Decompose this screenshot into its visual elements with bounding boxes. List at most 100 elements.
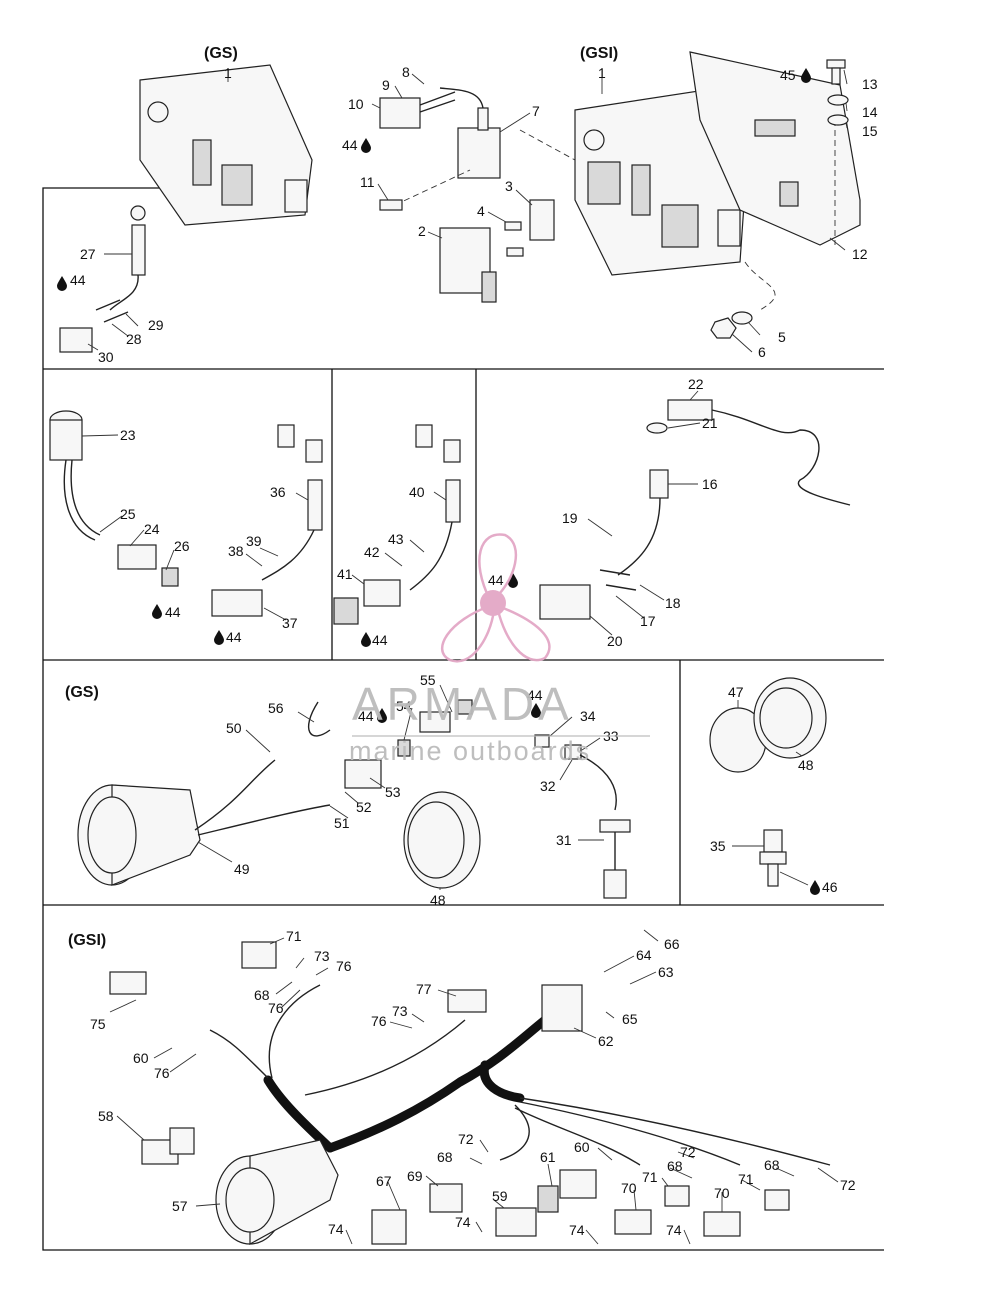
connector-27-30 <box>59 205 146 353</box>
connector-40-41 <box>333 424 461 625</box>
callout-38: 38 <box>228 543 244 559</box>
callout-32: 32 <box>540 778 556 794</box>
callout-58: 58 <box>98 1108 114 1124</box>
callout-31: 31 <box>556 832 572 848</box>
callout-63: 63 <box>658 964 674 980</box>
callout-73: 73 <box>392 1003 408 1019</box>
callout-72: 72 <box>458 1131 474 1147</box>
callout-20: 20 <box>607 633 623 649</box>
callout-30: 30 <box>98 349 114 365</box>
callout-72: 72 <box>840 1177 856 1193</box>
callout-53: 53 <box>385 784 401 800</box>
callout-10: 10 <box>348 96 364 112</box>
callout-57: 57 <box>172 1198 188 1214</box>
callout-77: 77 <box>416 981 432 997</box>
drop-icon <box>810 880 820 895</box>
drop-icon <box>152 604 162 619</box>
callout-25: 25 <box>120 506 136 522</box>
callout-68: 68 <box>764 1157 780 1173</box>
sensor-7 <box>439 87 501 179</box>
module-gsi <box>574 89 746 276</box>
callout-76: 76 <box>336 958 352 974</box>
callout-7: 7 <box>532 103 540 119</box>
callout-34: 34 <box>580 708 596 724</box>
callout-44: 44 <box>358 708 374 724</box>
callout-70: 70 <box>714 1185 730 1201</box>
sensor-31-assembly <box>534 734 631 899</box>
fitting-58 <box>141 1127 195 1165</box>
module-gs <box>139 64 313 226</box>
callout-21: 21 <box>702 415 718 431</box>
callout-23: 23 <box>120 427 136 443</box>
callout-59: 59 <box>492 1188 508 1204</box>
callout-60: 60 <box>133 1050 149 1066</box>
callout-50: 50 <box>226 720 242 736</box>
callout-54: 54 <box>396 698 412 714</box>
callout-11: 11 <box>360 174 375 190</box>
callout-numbers: 1 1 2 3 4 5 6 7 8 9 10 11 12 13 14 15 16… <box>80 64 878 1238</box>
callout-44: 44 <box>527 687 543 703</box>
callout-44: 44 <box>165 604 181 620</box>
section-label-gsi-harness: (GSI) <box>68 932 106 949</box>
callout-41: 41 <box>337 566 353 582</box>
callout-5: 5 <box>778 329 786 345</box>
callout-67: 67 <box>376 1173 392 1189</box>
fuse-3-4 <box>504 199 555 257</box>
ring-48-right <box>753 677 827 759</box>
relay-2 <box>439 227 497 303</box>
callout-71: 71 <box>642 1169 658 1185</box>
callout-36: 36 <box>270 484 286 500</box>
callout-51: 51 <box>334 815 350 831</box>
callout-39: 39 <box>246 533 262 549</box>
callout-74: 74 <box>455 1214 471 1230</box>
screw-11 <box>379 199 403 211</box>
callout-74: 74 <box>569 1222 585 1238</box>
callout-17: 17 <box>640 613 656 629</box>
callout-70: 70 <box>621 1180 637 1196</box>
drop-icon <box>361 138 371 153</box>
callout-44: 44 <box>372 632 388 648</box>
drop-icon <box>214 630 224 645</box>
watermark-tagline: marine outboards <box>349 736 591 766</box>
harness-gsi <box>109 941 831 1166</box>
lanyard-switch-assembly <box>539 399 851 620</box>
callout-44: 44 <box>70 272 86 288</box>
watermark: ARMADA marine outboards <box>349 533 650 766</box>
callout-2: 2 <box>418 223 426 239</box>
drop-icon <box>57 276 67 291</box>
callout-71: 71 <box>738 1171 754 1187</box>
section-label-gs-top: (GS) <box>204 45 238 62</box>
callout-64: 64 <box>636 947 652 963</box>
gauge-57 <box>215 1139 339 1246</box>
bolt-13 <box>826 59 846 85</box>
callout-48: 48 <box>798 757 814 773</box>
callout-61: 61 <box>540 1149 556 1165</box>
callout-68: 68 <box>667 1158 683 1174</box>
washer-14 <box>827 94 849 106</box>
connector-9-10 <box>379 91 456 129</box>
callout-76: 76 <box>371 1013 387 1029</box>
washer-5 <box>731 311 753 325</box>
callout-1: 1 <box>598 65 606 81</box>
callout-26: 26 <box>174 538 190 554</box>
callout-75: 75 <box>90 1016 106 1032</box>
callout-13: 13 <box>862 76 878 92</box>
gauge-49-assembly <box>77 759 382 886</box>
callout-76: 76 <box>154 1065 170 1081</box>
callout-44: 44 <box>342 137 358 153</box>
callout-76: 76 <box>268 1000 284 1016</box>
callout-18: 18 <box>665 595 681 611</box>
drop-icon <box>801 68 811 83</box>
callout-71: 71 <box>286 928 302 944</box>
drop-icon <box>361 632 371 647</box>
callout-35: 35 <box>710 838 726 854</box>
callout-8: 8 <box>402 64 410 80</box>
callout-49: 49 <box>234 861 250 877</box>
callout-74: 74 <box>666 1222 682 1238</box>
callout-4: 4 <box>477 203 485 219</box>
callout-24: 24 <box>144 521 160 537</box>
callout-60: 60 <box>574 1139 590 1155</box>
callout-66: 66 <box>664 936 680 952</box>
callout-68: 68 <box>254 987 270 1003</box>
